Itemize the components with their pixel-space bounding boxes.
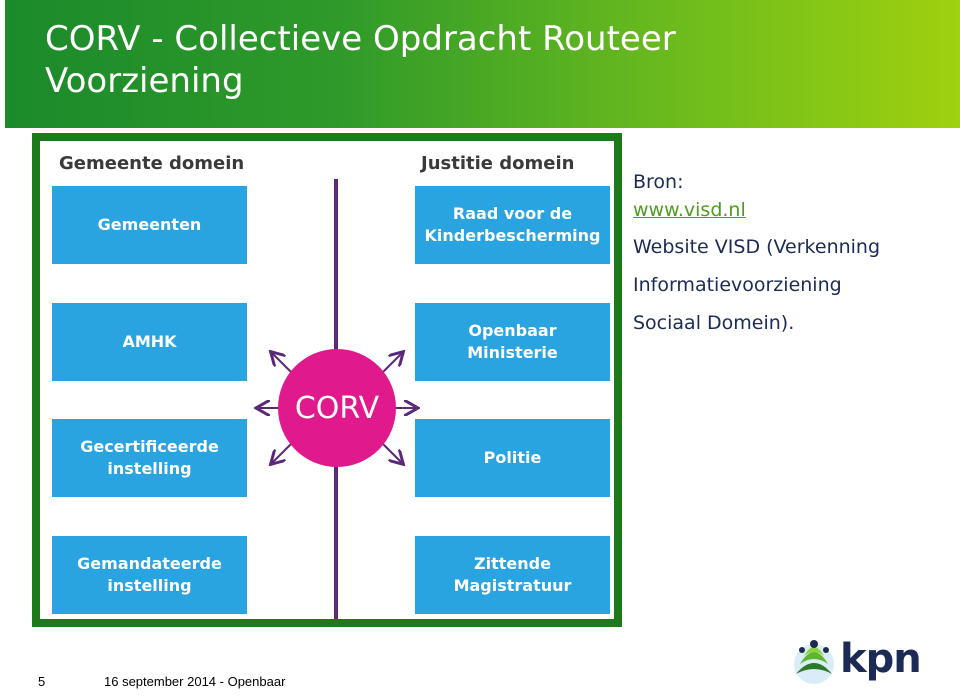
source-description: Website VISD (Verkenning Informatievoorz… [633, 228, 953, 342]
slide-title: CORV - Collectieve Opdracht Routeer Voor… [45, 18, 676, 102]
box-openbaar-ministerie: Openbaar Ministerie [415, 303, 610, 381]
kpn-logo-text: kpn [840, 636, 922, 682]
source-block: Bron: www.visd.nl Website VISD (Verkenni… [633, 168, 953, 342]
right-domain-label: Justitie domein [421, 153, 575, 174]
slide-title-line1: CORV - Collectieve Opdracht Routeer [45, 19, 676, 59]
source-desc-line2: Informatievoorziening [633, 274, 842, 296]
corv-hub: CORV [278, 349, 396, 467]
left-domain-label: Gemeente domein [59, 153, 245, 174]
source-label: Bron: [633, 171, 684, 193]
corv-arrows [40, 141, 614, 619]
arrow-lower-right [381, 442, 402, 463]
source-desc-line3: Sociaal Domein). [633, 312, 795, 334]
box-gecertificeerde-instelling: Gecertificeerde instelling [52, 419, 247, 497]
box-raad-kinderbescherming: Raad voor de Kinderbescherming [415, 186, 610, 264]
footer-date: 16 september 2014 - Openbaar [104, 674, 286, 689]
kpn-logo: kpn [788, 634, 928, 692]
page-number: 5 [38, 674, 46, 689]
box-amhk: AMHK [52, 303, 247, 381]
box-gemandateerde-instelling: Gemandateerde instelling [52, 536, 247, 614]
title-banner: CORV - Collectieve Opdracht Routeer Voor… [5, 0, 960, 128]
arrow-upper-left [272, 353, 293, 374]
source-desc-line1: Website VISD (Verkenning [633, 236, 881, 258]
box-gemeenten: Gemeenten [52, 186, 247, 264]
box-zittende-magistratuur: Zittende Magistratuur [415, 536, 610, 614]
arrow-upper-right [381, 353, 402, 374]
arrow-lower-left [272, 442, 293, 463]
box-politie: Politie [415, 419, 610, 497]
kpn-crown-icon [794, 640, 834, 684]
source-link[interactable]: www.visd.nl [633, 199, 746, 221]
corv-diagram: Gemeente domein Justitie domein Gemeente… [32, 133, 622, 627]
slide-title-line2: Voorziening [45, 61, 244, 101]
